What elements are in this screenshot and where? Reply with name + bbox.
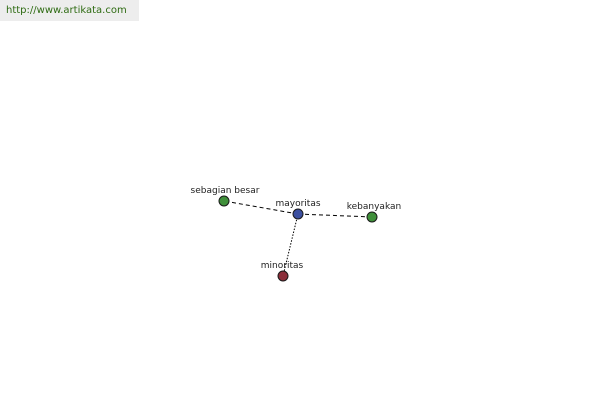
node-dot-sebagian-besar[interactable]: [218, 195, 230, 207]
node-label-kebanyakan: kebanyakan: [347, 202, 401, 212]
site-url-link[interactable]: http://www.artikata.com: [0, 0, 139, 21]
node-label-mayoritas: mayoritas: [275, 199, 320, 209]
node-mayoritas[interactable]: mayoritas: [275, 199, 321, 220]
node-label-sebagian-besar: sebagian besar: [191, 186, 260, 196]
edge-mayoritas-sebagian-besar: [223, 200, 299, 215]
node-sebagian-besar[interactable]: sebagian besar: [191, 186, 260, 207]
node-dot-mayoritas[interactable]: [292, 208, 304, 220]
node-dot-minoritas[interactable]: [277, 270, 289, 282]
node-kebanyakan[interactable]: kebanyakan: [347, 202, 401, 223]
node-minoritas[interactable]: minoritas: [261, 261, 304, 282]
node-dot-kebanyakan[interactable]: [366, 211, 378, 223]
node-label-minoritas: minoritas: [261, 261, 304, 271]
edge-mayoritas-kebanyakan: [297, 213, 373, 218]
